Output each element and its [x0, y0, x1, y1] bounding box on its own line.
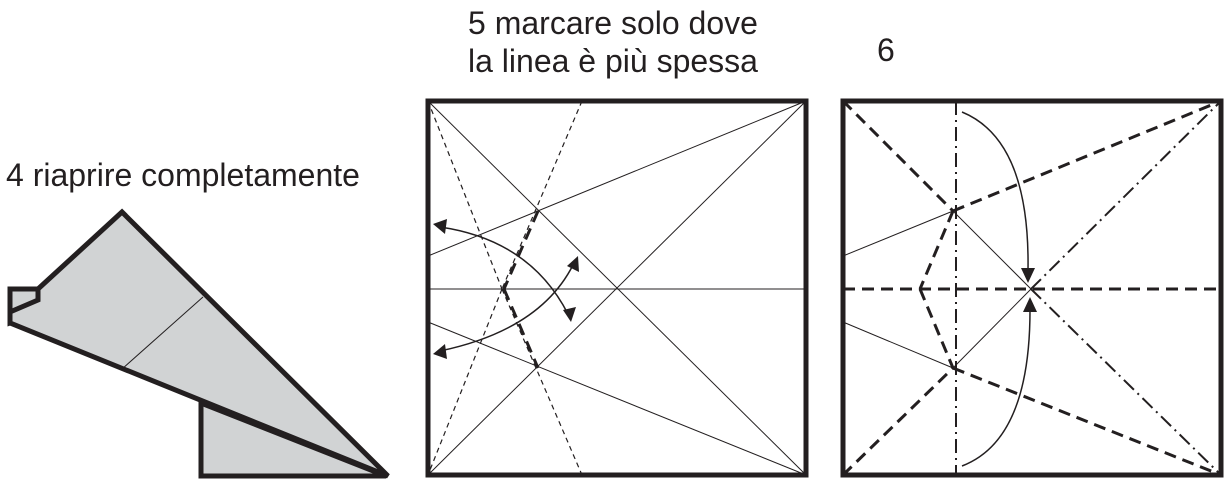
- step-6-valley-diag-top-left: [841, 99, 955, 213]
- step-6-valley-diag-bottom-left: [841, 366, 955, 477]
- step-5-dashed-left-bottom: [427, 288, 503, 476]
- step-5-thick-mark-top: [502, 210, 540, 290]
- step-6-mountain-diag-top: [1030, 100, 1222, 290]
- step-5-caption-line-2: la linea è più spessa: [468, 43, 758, 79]
- step-5-caption-line-1: 5 marcare solo dove: [468, 5, 758, 41]
- step-5-arrow-1-head-b: [563, 307, 576, 322]
- step-6-arrow-top: [961, 111, 1029, 271]
- step-4-crease: [121, 296, 204, 370]
- step-6-thin-upper: [842, 210, 954, 257]
- step-5-dashed-right-bottom: [501, 288, 583, 476]
- step-4-main-body: [7, 208, 390, 479]
- step-6-arrow-bottom-head: [1023, 297, 1037, 312]
- step-6-arrow-top-head: [1021, 268, 1035, 283]
- step-5-arrow-2: [439, 264, 574, 352]
- step-6-thin-center-upper: [952, 210, 1032, 290]
- step-6-valley-v-top: [918, 210, 955, 290]
- step-5-crease-upper: [427, 100, 807, 257]
- step-5-crease-lower: [427, 321, 807, 476]
- step-6-valley-top-right: [952, 99, 1222, 213]
- step-6-valley-v-bottom: [918, 288, 955, 369]
- step-5-square: [425, 98, 809, 478]
- step-5-arrow-1: [439, 226, 569, 315]
- step-5-arrow-1-head-a: [433, 219, 447, 234]
- step-5-dashed-left-top: [427, 100, 503, 290]
- step-6-valley-bottom-right: [952, 366, 1222, 477]
- step-5-caption: 5 marcare solo dove la linea è più spess…: [468, 4, 758, 80]
- step-5-dashed-right-top: [501, 100, 583, 290]
- step-4-caption: 4 riaprire completamente: [6, 157, 360, 193]
- step-6-thin-center-lower: [952, 288, 1032, 369]
- step-4-model: [7, 208, 390, 479]
- step-6-square: [840, 98, 1224, 478]
- step-5-square-border: [425, 98, 809, 478]
- step-5-thick-mark-bottom: [502, 288, 540, 369]
- step-6-caption: 6: [877, 32, 895, 68]
- step-6-thin-lower: [842, 321, 954, 369]
- step-6-arrow-bottom: [961, 309, 1031, 467]
- step-6-mountain-diag-bottom: [1030, 288, 1222, 476]
- step-5-arrow-2-head-b: [567, 256, 579, 272]
- step-5-diagonal-b: [427, 100, 807, 476]
- step-5-arrow-2-head-a: [433, 344, 447, 359]
